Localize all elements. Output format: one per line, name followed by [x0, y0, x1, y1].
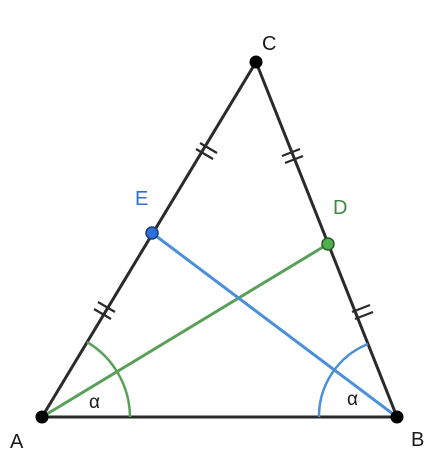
tick-marks-CD	[281, 147, 304, 165]
tick-marks-EC	[195, 142, 218, 160]
angle-arc-B	[317, 342, 369, 418]
segment-BE	[151, 231, 398, 419]
tick-marks-DB	[351, 303, 374, 321]
label-C: C	[262, 33, 276, 55]
label-D: D	[333, 197, 347, 219]
point-D	[321, 237, 335, 251]
label-B: B	[411, 429, 424, 451]
angle-label-A: α	[89, 392, 100, 413]
point-E	[145, 226, 159, 240]
angle-label-B: α	[347, 389, 358, 410]
angle-arc-A	[86, 340, 132, 418]
segment-AD	[41, 242, 329, 419]
label-A: A	[10, 431, 24, 453]
side-AC	[40, 61, 258, 418]
label-E: E	[135, 188, 148, 210]
point-B	[390, 410, 404, 424]
point-A	[35, 410, 49, 424]
tick-marks-AE	[93, 301, 116, 320]
point-C	[249, 55, 263, 69]
